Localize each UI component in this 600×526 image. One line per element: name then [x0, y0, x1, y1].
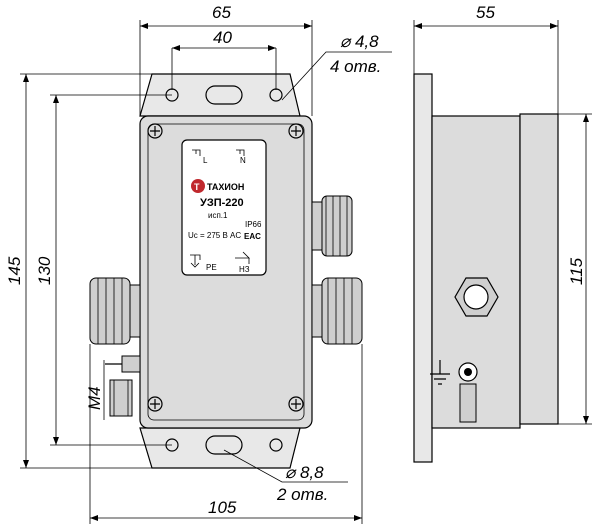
cable-gland-right-upper: [311, 195, 353, 257]
keyhole-slot-top: [205, 85, 243, 105]
dim-height-body: 130: [35, 256, 54, 285]
dim-width-total: 105: [208, 498, 237, 517]
voltage-rating: Uc = 275 В AC: [188, 231, 241, 240]
dim-line-105: [89, 344, 363, 524]
screw-top-right: [288, 123, 304, 139]
dim-large-hole-dia: ⌀ 8,8: [285, 463, 324, 482]
side-cable-gland: [454, 277, 499, 317]
leader-small-holes: [281, 51, 392, 101]
dim-hole-pitch: 40: [213, 28, 232, 47]
terminal-n-label: N: [240, 156, 246, 165]
keyhole-slot-bottom: [205, 435, 243, 455]
side-lid: [519, 113, 559, 425]
dim-line-115: [558, 113, 592, 425]
dim-thread: M4: [85, 386, 104, 410]
certification-mark: EAC: [244, 232, 261, 241]
mount-hole-bottom-right: [269, 438, 283, 452]
side-body: [431, 115, 521, 429]
dim-small-hole-count: 4 отв.: [330, 57, 381, 76]
brand-name: ТАХИОН: [207, 182, 244, 192]
nz-contact-symbol: [235, 251, 250, 264]
screw-bottom-left: [147, 396, 163, 412]
dim-line-40: [171, 47, 277, 90]
screw-top-left: [147, 123, 163, 139]
dim-width-overall: 65: [212, 3, 231, 22]
pe-label: PE: [206, 263, 217, 272]
side-ground-lug: [458, 362, 478, 423]
terminal-l-symbol: [192, 149, 201, 156]
bottom-mounting-flange: [139, 427, 301, 469]
pe-ground-symbol: [190, 254, 201, 268]
side-flange: [413, 73, 433, 463]
nz-label: НЗ: [239, 265, 250, 274]
ip-rating: IP66: [245, 220, 262, 229]
cable-gland-right-lower: [311, 277, 363, 345]
dim-line-55: [413, 20, 559, 114]
brand-logo-mark: T: [194, 182, 200, 192]
cable-gland-left: [89, 277, 141, 345]
dim-depth: 55: [476, 3, 495, 22]
dim-height-total: 145: [5, 256, 24, 285]
brand-logo-icon: [191, 179, 205, 193]
dim-line-145: [20, 73, 152, 469]
dim-height-side: 115: [567, 257, 586, 285]
model-variant: исп.1: [208, 211, 228, 220]
ground-stud-front: [105, 355, 141, 417]
model-name: УЗП-220: [200, 197, 244, 209]
dim-line-65: [139, 20, 313, 116]
nameplate: [181, 139, 267, 276]
terminal-l-label: L: [203, 156, 208, 165]
leader-large-holes: [223, 449, 348, 483]
dim-large-hole-count: 2 отв.: [276, 485, 328, 504]
terminal-n-symbol: [236, 149, 245, 156]
ground-symbol-icon: [430, 360, 450, 385]
enclosure-lid-outline: [147, 123, 305, 421]
screw-bottom-right: [288, 396, 304, 412]
dim-small-hole-dia: ⌀ 4,8: [340, 32, 379, 51]
dim-line-130: [50, 94, 172, 446]
